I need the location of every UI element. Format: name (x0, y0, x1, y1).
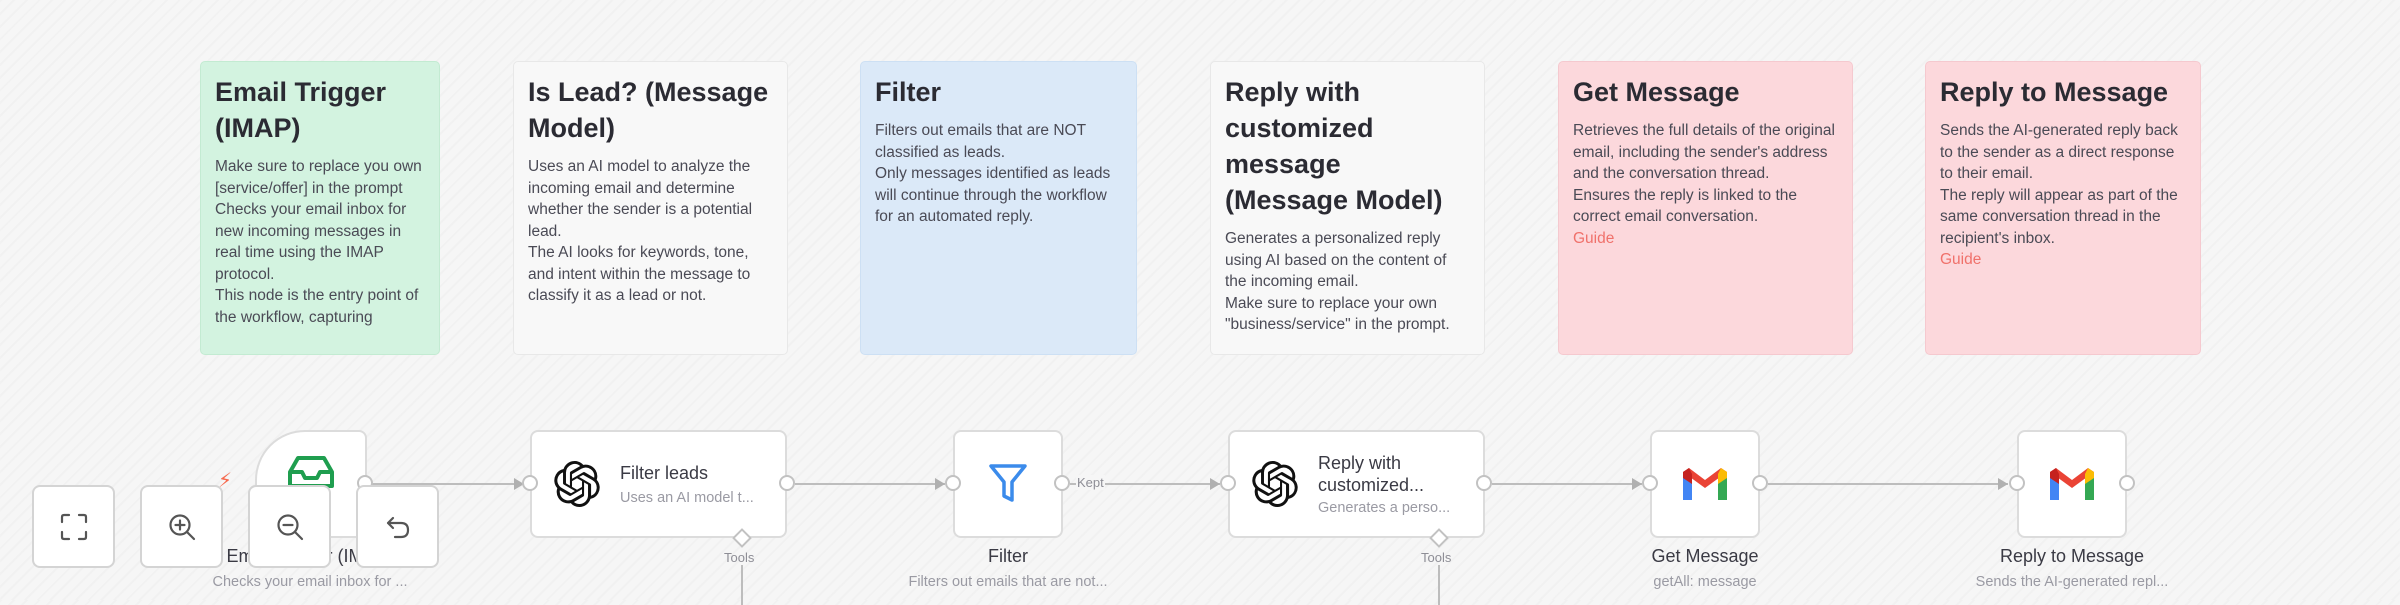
arrow-head-icon (1632, 478, 1642, 490)
input-port[interactable] (522, 475, 538, 491)
sticky-note-text: Retrieves the full details of the origin… (1573, 122, 1835, 182)
sticky-note-title: Email Trigger (IMAP) (215, 77, 387, 143)
sticky-note-text: Checks your email inbox for new incoming… (215, 201, 407, 283)
lightning-bolt-icon: ⚡ (218, 470, 233, 492)
node-subtitle: Uses an AI model t... (620, 490, 754, 506)
tools-connection-line (741, 565, 743, 605)
sticky-note-reply-customized[interactable]: Reply with customized message (Message M… (1210, 61, 1485, 355)
openai-icon (554, 461, 600, 507)
output-port[interactable] (1752, 475, 1768, 491)
node-title: Filter (988, 546, 1028, 566)
sticky-note-text: Uses an AI model to analyze the incoming… (528, 158, 753, 240)
input-port[interactable] (1642, 475, 1658, 491)
output-port[interactable] (1476, 475, 1492, 491)
sticky-note-text: Make sure to replace you own [service/of… (215, 158, 422, 197)
openai-icon (1252, 461, 1298, 507)
node-reply-to-message[interactable] (2017, 430, 2127, 538)
connection-edge[interactable] (795, 483, 945, 485)
arrow-head-icon (514, 478, 524, 490)
tools-port-label: Tools (1421, 550, 1452, 565)
node-title: Filter leads (620, 463, 709, 483)
connection-edge[interactable] (1070, 483, 1220, 485)
fit-view-button[interactable] (32, 485, 115, 568)
sticky-note-text: The reply will appear as part of the sam… (1940, 186, 2178, 247)
sticky-note-title: Filter (875, 77, 942, 107)
sticky-note-text: The AI looks for keywords, tone, and int… (528, 244, 751, 304)
node-subtitle: Filters out emails that are not... (908, 574, 1108, 590)
email-inbox-icon (288, 456, 334, 488)
arrow-head-icon (935, 478, 945, 490)
node-title: Get Message (1651, 546, 1759, 566)
node-subtitle: Generates a perso... (1318, 500, 1451, 516)
sticky-note-title: Reply with customized message (Message M… (1225, 77, 1443, 215)
undo-icon (386, 516, 409, 538)
gmail-icon (1683, 468, 1727, 500)
guide-link[interactable]: Guide (1940, 251, 1982, 268)
node-subtitle: Checks your email inbox for ... (212, 574, 408, 590)
node-title: Reply with customized... (1318, 453, 1425, 495)
sticky-note-text: Ensures the reply is linked to the corre… (1573, 186, 1798, 226)
funnel-icon (989, 464, 1027, 502)
tools-port-label: Tools (724, 550, 755, 565)
connection-edge[interactable] (1492, 483, 1642, 485)
node-reply-customized[interactable]: Reply with customized... Generates a per… (1228, 430, 1485, 538)
sticky-note-text: Only messages identified as leads will c… (875, 165, 1111, 225)
sticky-note-email-trigger[interactable]: Email Trigger (IMAP) Make sure to replac… (200, 61, 440, 355)
undo-button[interactable] (356, 485, 439, 568)
node-title: Reply to Message (1999, 546, 2145, 566)
connection-edge[interactable] (372, 483, 522, 485)
sticky-note-text: Generates a personalized reply using AI … (1225, 230, 1447, 290)
node-subtitle: getAll: message (1653, 574, 1757, 590)
node-filter[interactable] (953, 430, 1063, 538)
output-port[interactable] (2119, 475, 2135, 491)
output-port[interactable] (779, 475, 795, 491)
edge-label-kept: Kept (1076, 475, 1105, 490)
sticky-note-text: This node is the entry point of the work… (215, 287, 419, 326)
sticky-note-is-lead[interactable]: Is Lead? (Message Model) Uses an AI mode… (513, 61, 788, 355)
sticky-note-title: Is Lead? (Message Model) (528, 77, 769, 143)
sticky-note-title: Reply to Message (1940, 77, 2169, 107)
sticky-note-get-message[interactable]: Get Message Retrieves the full details o… (1558, 61, 1853, 355)
sticky-note-text: Make sure to replace your own "business/… (1225, 294, 1450, 334)
input-port[interactable] (2009, 475, 2025, 491)
guide-link[interactable]: Guide (1573, 229, 1615, 247)
output-port-kept[interactable] (1054, 475, 1070, 491)
zoom-in-icon (168, 513, 195, 540)
gmail-icon (2050, 468, 2094, 500)
zoom-out-button[interactable] (248, 485, 331, 568)
fit-view-icon (60, 513, 87, 540)
sticky-note-text: Sends the AI-generated reply back to the… (1940, 122, 2178, 182)
node-get-message[interactable] (1650, 430, 1760, 538)
node-subtitle: Sends the AI-generated repl... (1975, 574, 2169, 590)
sticky-note-text: Filters out emails that are NOT classifi… (875, 122, 1086, 161)
input-port[interactable] (1220, 475, 1236, 491)
zoom-out-icon (276, 513, 303, 540)
arrow-head-icon (1210, 478, 1220, 490)
node-filter-leads[interactable]: Filter leads Uses an AI model t... (530, 430, 787, 538)
connection-edge[interactable] (1768, 483, 2008, 485)
sticky-note-filter[interactable]: Filter Filters out emails that are NOT c… (860, 61, 1137, 355)
sticky-note-reply-to-message[interactable]: Reply to Message Sends the AI-generated … (1925, 61, 2201, 355)
arrow-head-icon (1998, 478, 2008, 490)
zoom-in-button[interactable] (140, 485, 223, 568)
input-port[interactable] (945, 475, 961, 491)
sticky-note-title: Get Message (1573, 77, 1740, 107)
tools-connection-line (1438, 565, 1440, 605)
